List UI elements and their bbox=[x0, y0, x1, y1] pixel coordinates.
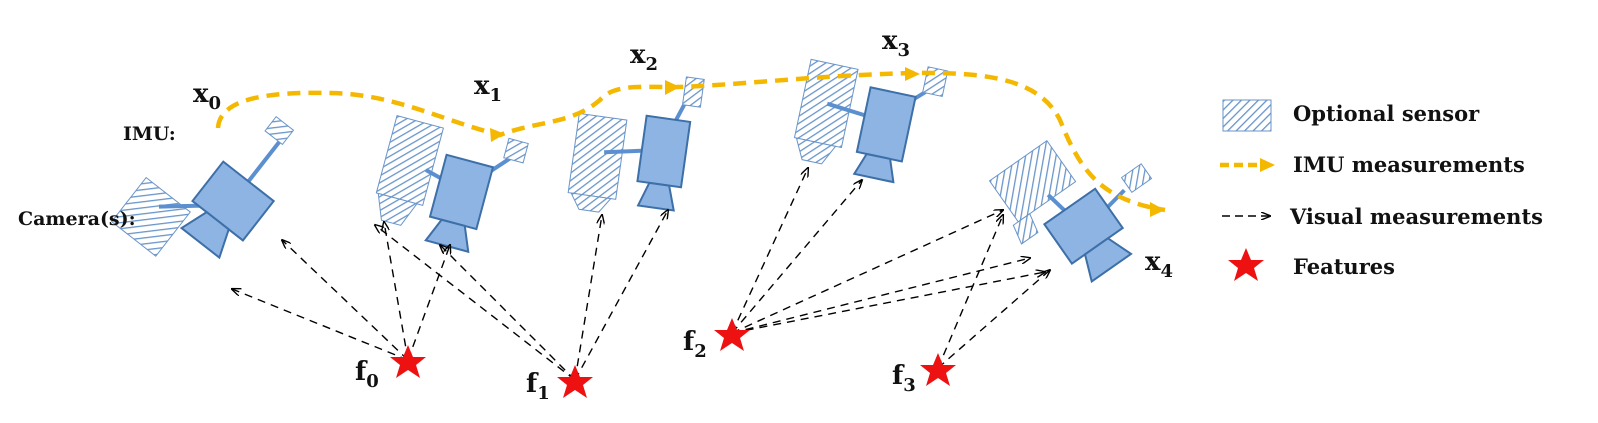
red-star-icon bbox=[1228, 248, 1264, 281]
legend-label-features: Features bbox=[1293, 254, 1395, 279]
feature-label-f1: f1 bbox=[526, 369, 550, 404]
dashed-arrow-orange-icon bbox=[1220, 158, 1275, 172]
hatched-sensor-icon bbox=[1222, 99, 1272, 132]
feature-star-2 bbox=[714, 318, 750, 351]
pose-label-x0: x0 bbox=[193, 79, 221, 114]
imu-trajectory bbox=[215, 70, 1166, 213]
pose-label-x3: x3 bbox=[882, 26, 910, 61]
sensor-rig-4 bbox=[988, 140, 1153, 284]
pose-label-x4: x4 bbox=[1145, 247, 1173, 282]
sensor-rig-3 bbox=[793, 58, 949, 184]
feature-star-3 bbox=[920, 353, 956, 386]
feature-label-f2: f2 bbox=[683, 327, 707, 362]
pose-label-x1: x1 bbox=[474, 71, 502, 106]
visual-measurement-lines bbox=[232, 168, 1050, 381]
legend-label-optional: Optional sensor bbox=[1293, 101, 1480, 126]
sensor-rig-1 bbox=[375, 115, 529, 254]
feature-label-f0: f0 bbox=[355, 357, 379, 392]
imu-label: IMU: bbox=[123, 123, 176, 145]
legend-label-imu: IMU measurements bbox=[1293, 152, 1525, 177]
pose-label-x2: x2 bbox=[630, 40, 658, 75]
cameras-label: Camera(s): bbox=[18, 208, 136, 230]
legend-label-visual: Visual measurements bbox=[1289, 204, 1543, 229]
feature-label-f3: f3 bbox=[892, 361, 916, 396]
feature-star-1 bbox=[557, 365, 593, 398]
legend: Optional sensor IMU measurements Visual … bbox=[1220, 99, 1543, 281]
feature-star-0 bbox=[390, 345, 426, 378]
sensor-rig-2 bbox=[567, 76, 705, 213]
sensor-rig-0 bbox=[110, 115, 295, 260]
